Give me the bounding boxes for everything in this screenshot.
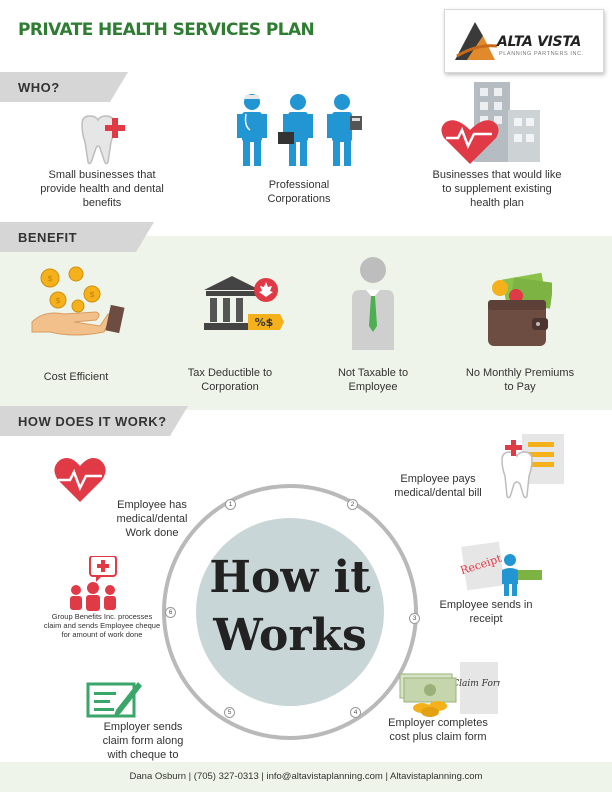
who-banner: WHO? — [0, 72, 128, 102]
step-6-label: Group Benefits Inc. processes claim and … — [43, 612, 161, 639]
company-logo: ALTA VISTA PLANNING PARTNERS INC. — [444, 9, 604, 73]
how-it-works-circle — [196, 518, 384, 706]
logo-subtitle: PLANNING PARTNERS INC. — [499, 51, 584, 57]
mountain-logo-icon — [455, 22, 497, 60]
how-banner: HOW DOES IT WORK? — [0, 406, 188, 436]
percent-dollar-tag: %$ — [255, 316, 274, 329]
professionals-icon — [237, 94, 362, 166]
form-pen-icon — [86, 682, 142, 718]
bank-tax-icon: %$ — [204, 276, 284, 330]
step-2-label: Employee pays medical/dental bill — [394, 473, 482, 499]
who-label-supplement: Businesses that would like to supplement… — [432, 169, 562, 209]
step-1-label: Employee has medical/dental Work done — [116, 499, 188, 539]
step-3-label: Employee sends in receipt — [439, 599, 533, 625]
how-it-works-title-line2: Works — [213, 610, 367, 661]
tooth-bill-icon — [501, 434, 564, 499]
step-number-6: 6 — [165, 607, 176, 618]
who-label-small-business: Small businesses that provide health and… — [40, 169, 164, 209]
who-heading: WHO? — [18, 80, 60, 95]
svg-text:$: $ — [55, 296, 61, 305]
how-heading: HOW DOES IT WORK? — [18, 414, 167, 429]
benefit-label-not-taxable: Not Taxable to Employee — [337, 367, 409, 393]
benefit-label-no-premiums: No Monthly Premiums to Pay — [465, 367, 575, 393]
group-benefits-icon — [70, 556, 117, 611]
receipt-hand-icon: Receipt — [460, 541, 542, 596]
benefit-label-cost: Cost Efficient — [43, 371, 109, 383]
step-number-1: 1 — [225, 499, 236, 510]
benefit-label-tax: Tax Deductible to Corporation — [187, 367, 273, 393]
how-it-works-title-line1: How it — [209, 552, 371, 603]
benefit-heading: BENEFIT — [18, 230, 78, 245]
page-title: PRIVATE HEALTH SERVICES PLAN — [18, 20, 315, 40]
step-4-label: Employer completes cost plus claim form — [388, 717, 488, 743]
coins-hand-icon: $ $ $ — [31, 266, 125, 336]
benefit-banner: BENEFIT — [0, 222, 154, 252]
footer-contact: Dana Osburn | (705) 327-0313 | info@alta… — [0, 762, 612, 792]
svg-text:$: $ — [89, 290, 95, 299]
step-number-3: 3 — [409, 613, 420, 624]
wallet-icon — [488, 272, 552, 346]
step-number-5: 5 — [224, 707, 235, 718]
building-heart-icon — [441, 82, 540, 164]
employee-icon — [352, 257, 394, 350]
step-number-4: 4 — [350, 707, 361, 718]
svg-text:$: $ — [47, 274, 53, 283]
heartbeat-icon — [54, 458, 106, 502]
tooth-cross-icon — [81, 115, 125, 165]
step-5-label: Employer sends claim form along with che… — [102, 721, 184, 761]
claim-form-word: Claim Form — [452, 679, 500, 689]
claim-form-cash-icon: Claim Form — [399, 662, 500, 717]
logo-brand: ALTA VISTA — [497, 34, 582, 50]
who-label-professional: Professional Corporations — [267, 179, 331, 205]
step-number-2: 2 — [347, 499, 358, 510]
